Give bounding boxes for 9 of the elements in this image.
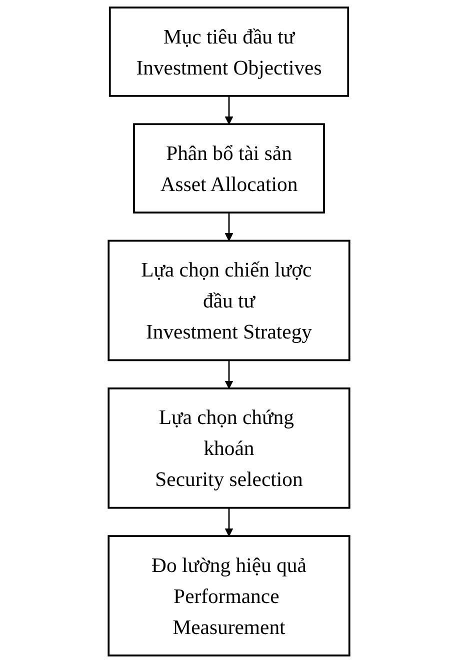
node-box: Lựa chọn chứng khoán Security selection [107, 387, 350, 509]
arrow [224, 508, 233, 536]
node-box: Lựa chọn chiến lược đầu tư Investment Strategy [107, 240, 350, 362]
arrow [224, 360, 233, 389]
arrow [224, 96, 233, 124]
node-box: Mục tiêu đầu tư Investment Objectives [108, 6, 349, 97]
node-box: Phân bổ tài sản Asset Allocation [132, 123, 324, 214]
node-box: Đo lường hiệu quả Performance Measurement [107, 535, 350, 656]
arrow [224, 212, 233, 242]
